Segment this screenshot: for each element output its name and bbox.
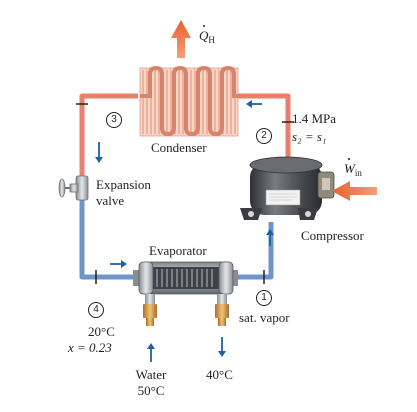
condenser-coil	[139, 65, 240, 137]
evaporator-label: Evaporator	[149, 243, 207, 258]
state-1-condition: sat. vapor	[239, 310, 290, 325]
water-label: Water	[135, 367, 167, 382]
state-tick-marks	[76, 103, 294, 284]
heat-symbol: Q	[199, 25, 209, 43]
state-2-marker: 2	[256, 128, 272, 144]
flow-arrow-heads	[95, 100, 274, 357]
water-outlet-temperature: 40°C	[206, 367, 233, 382]
state-4-quality: x = 0.23	[68, 340, 112, 355]
compressor-unit	[240, 156, 335, 220]
work-input-label: Win	[344, 158, 362, 181]
heat-subscript: H	[208, 35, 215, 45]
hot-refrigerant-line	[79, 93, 291, 178]
work-symbol: W	[344, 158, 355, 176]
condenser-label: Condenser	[151, 140, 207, 155]
water-inlet-temperature: 50°C	[137, 383, 165, 398]
compressor-label: Compressor	[301, 228, 364, 243]
state-2-pressure: 1.4 MPa	[292, 111, 337, 126]
state-1-marker: 1	[256, 290, 272, 306]
expansion-valve-label-line2: valve	[96, 193, 125, 208]
state-4-marker: 4	[88, 302, 104, 318]
work-subscript: in	[354, 168, 362, 178]
state-4-temperature: 20°C	[88, 324, 115, 339]
evaporator-exchanger	[133, 261, 238, 326]
work-input-arrow	[332, 181, 377, 201]
heat-rejection-label: QH	[199, 25, 215, 48]
state-2-entropy: s₂ = s₁	[292, 129, 327, 144]
expansion-valve-label-line1: Expansion	[96, 177, 151, 192]
state-3-marker: 3	[106, 112, 122, 128]
expansion-valve	[58, 175, 89, 201]
cold-refrigerant-line	[79, 198, 274, 280]
heat-rejection-arrow	[171, 20, 191, 58]
